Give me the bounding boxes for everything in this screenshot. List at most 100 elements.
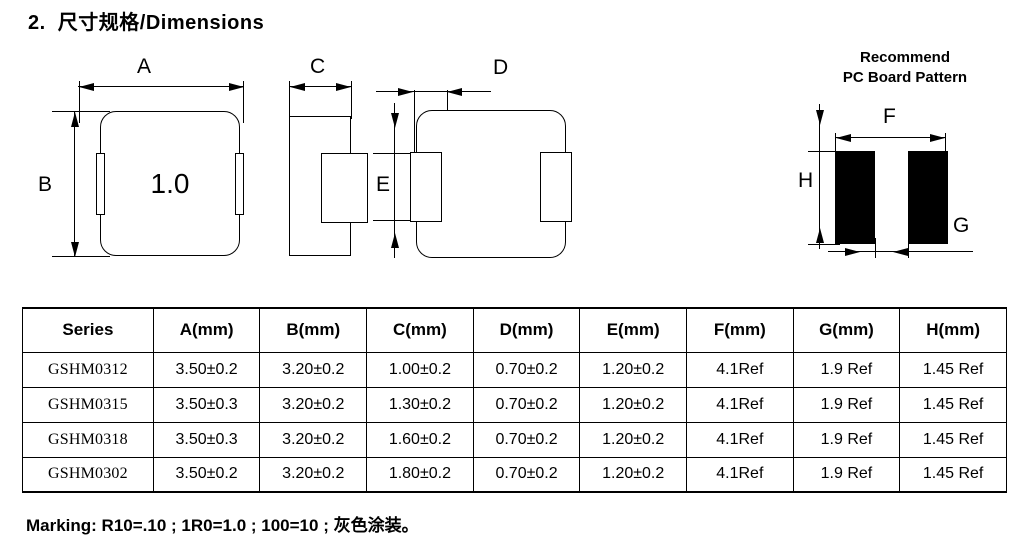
arrow-c-right <box>336 83 351 91</box>
arrow-h-top <box>816 110 824 125</box>
pcb-pattern-title: Recommend PC Board Pattern <box>790 48 1020 89</box>
cell-c: 1.00±0.2 <box>366 351 474 388</box>
arrow-e-bottom <box>391 233 399 248</box>
dimension-label-a: A <box>137 55 152 78</box>
marking-note: Marking: R10=.10 ; 1R0=1.0 ; 100=10 ; 灰色… <box>26 516 419 535</box>
cell-d: 0.70±0.2 <box>472 351 581 388</box>
cell-b: 3.20±0.2 <box>259 386 368 423</box>
arrow-g-left <box>845 248 860 256</box>
arrow-f-left <box>836 134 851 142</box>
cell-a: 3.50±0.3 <box>152 421 261 458</box>
extension-line-g-right <box>908 238 909 258</box>
pcb-pad-right <box>908 151 948 244</box>
arrow-f-right <box>930 134 945 142</box>
dimension-line-d <box>376 91 491 92</box>
pcb-title-line-2: PC Board Pattern <box>842 69 968 87</box>
cell-h: 1.45 Ref <box>899 351 1007 388</box>
pcb-pad-left <box>835 151 875 244</box>
terminal-pad-left <box>410 152 442 222</box>
cell-g: 1.9 Ref <box>792 351 901 388</box>
cell-b: 3.20±0.2 <box>259 351 368 388</box>
extension-line-b-top <box>52 111 110 112</box>
dimension-label-b: B <box>38 173 53 196</box>
cell-c: 1.30±0.2 <box>366 386 474 423</box>
cell-c: 1.60±0.2 <box>366 421 474 458</box>
arrow-d-right <box>447 88 462 96</box>
extension-line-h-bottom <box>808 244 840 245</box>
cell-f: 4.1Ref <box>686 351 794 388</box>
cell-e: 1.20±0.2 <box>579 386 687 423</box>
extension-line-c-right <box>351 81 352 119</box>
extension-line-d-left <box>414 90 415 153</box>
cell-c: 1.80±0.2 <box>366 456 474 493</box>
cell-a: 3.50±0.2 <box>152 456 261 493</box>
extension-line-a-left <box>79 81 80 123</box>
arrow-a-left <box>79 83 94 91</box>
column-header-f: F(mm) <box>686 307 794 353</box>
table-row: GSHM0302 3.50±0.2 3.20±0.2 1.80±0.2 0.70… <box>22 456 1007 493</box>
cell-g: 1.9 Ref <box>792 386 901 423</box>
column-header-h: H(mm) <box>899 307 1007 353</box>
inductance-marking: 1.0 <box>150 167 190 199</box>
component-body-top-view: 1.0 <box>100 111 240 256</box>
column-header-c: C(mm) <box>366 307 474 353</box>
dimension-line-c <box>289 86 351 87</box>
terminal-tab-right <box>235 153 244 215</box>
column-header-e: E(mm) <box>579 307 687 353</box>
arrow-e-top <box>391 113 399 128</box>
figure-top-view: A B 1.0 <box>30 48 260 298</box>
dimension-drawings: A B 1.0 C D <box>0 48 1028 298</box>
dimension-label-c: C <box>310 55 326 78</box>
cell-g: 1.9 Ref <box>792 456 901 493</box>
dimension-label-h: H <box>798 169 814 192</box>
extension-line-f-right <box>945 133 946 151</box>
dimension-line-h <box>819 104 820 249</box>
extension-line-f-left <box>835 133 836 151</box>
cell-d: 0.70±0.2 <box>472 386 581 423</box>
dimension-line-e <box>394 103 395 258</box>
cell-d: 0.70±0.2 <box>472 421 581 458</box>
arrow-d-left <box>398 88 413 96</box>
column-header-g: G(mm) <box>792 307 901 353</box>
cell-e: 1.20±0.2 <box>579 421 687 458</box>
arrow-h-bottom <box>816 228 824 243</box>
dimension-label-f: F <box>883 105 896 128</box>
component-body-side-view <box>289 116 351 256</box>
cell-series: GSHM0315 <box>22 386 154 423</box>
cell-series: GSHM0302 <box>22 456 154 493</box>
cell-e: 1.20±0.2 <box>579 351 687 388</box>
cell-b: 3.20±0.2 <box>259 421 368 458</box>
table-header-row: Series A(mm) B(mm) C(mm) D(mm) E(mm) F(m… <box>22 307 1007 353</box>
table-row: GSHM0315 3.50±0.3 3.20±0.2 1.30±0.2 0.70… <box>22 386 1007 423</box>
arrow-a-right <box>229 83 244 91</box>
dimension-label-g: G <box>953 214 970 237</box>
dimension-label-d: D <box>493 56 509 79</box>
cell-series: GSHM0318 <box>22 421 154 458</box>
terminal-pad-right <box>540 152 572 222</box>
column-header-b: B(mm) <box>259 307 368 353</box>
extension-line-a-right <box>243 81 244 123</box>
extension-line-b-bottom <box>52 256 110 257</box>
arrow-b-bottom <box>71 242 79 257</box>
table-row: GSHM0318 3.50±0.3 3.20±0.2 1.60±0.2 0.70… <box>22 421 1007 458</box>
figure-bottom-view: D E <box>370 48 600 298</box>
cell-f: 4.1Ref <box>686 456 794 493</box>
cell-d: 0.70±0.2 <box>472 456 581 493</box>
cell-series: GSHM0312 <box>22 351 154 388</box>
terminal-tab-left <box>96 153 105 215</box>
page-title: 2. 尺寸规格/Dimensions <box>28 12 265 34</box>
arrow-b-top <box>71 112 79 127</box>
column-header-a: A(mm) <box>152 307 261 353</box>
dimension-line-b <box>74 111 75 257</box>
cell-g: 1.9 Ref <box>792 421 901 458</box>
extension-line-e-bottom <box>373 220 419 221</box>
pcb-title-line-1: Recommend <box>859 49 951 66</box>
dimension-line-f <box>835 137 945 138</box>
cell-b: 3.20±0.2 <box>259 456 368 493</box>
cell-h: 1.45 Ref <box>899 456 1007 493</box>
extension-line-c-left <box>289 81 290 119</box>
cell-a: 3.50±0.2 <box>152 351 261 388</box>
table-row: GSHM0312 3.50±0.2 3.20±0.2 1.00±0.2 0.70… <box>22 351 1007 388</box>
figure-pcb-pattern: Recommend PC Board Pattern F H G <box>790 48 1020 298</box>
arrow-g-right <box>893 248 908 256</box>
